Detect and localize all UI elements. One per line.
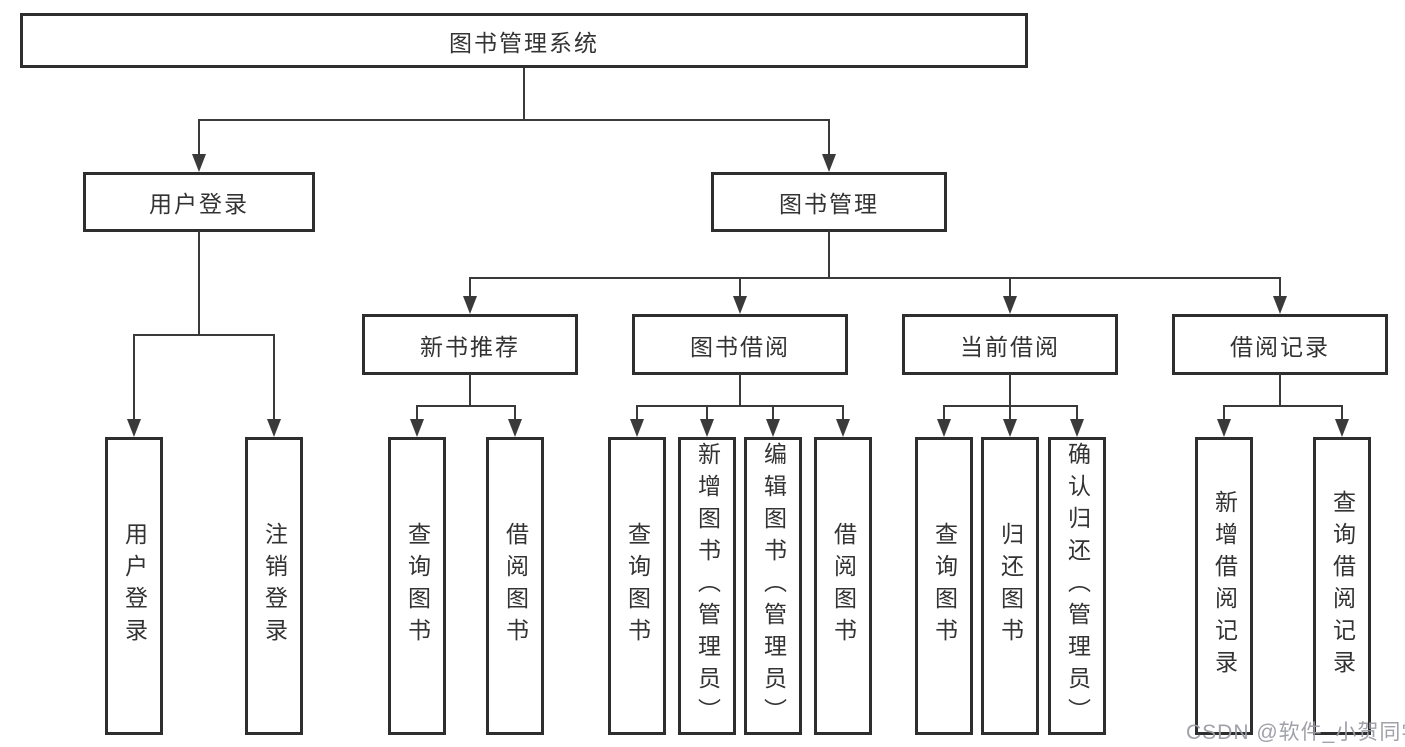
connector-line	[739, 277, 741, 298]
connector-line	[514, 405, 516, 421]
arrow-down-icon	[937, 419, 951, 437]
node-label: 用户登录	[149, 191, 249, 217]
node-label: 当前借阅	[960, 333, 1060, 360]
arrow-down-icon	[127, 419, 141, 437]
connector-line	[706, 405, 708, 421]
connector-line	[416, 405, 418, 421]
connector-line	[198, 119, 830, 121]
leaf-label: 借阅图书	[830, 522, 857, 650]
node-label: 图书借阅	[690, 333, 790, 360]
leaf-label: 查询图书	[624, 522, 651, 650]
leaf-label: 用户登录	[121, 522, 148, 650]
leaf-label: 查询图书	[404, 522, 431, 650]
arrow-down-icon	[192, 154, 206, 172]
arrow-down-icon	[1003, 296, 1017, 314]
connector-line	[469, 277, 1281, 279]
node-borrowing-records: 借阅记录	[1172, 314, 1388, 375]
leaf-label: 归还图书	[997, 522, 1024, 650]
connector-line	[1279, 277, 1281, 298]
connector-line	[1223, 405, 1343, 407]
arrow-down-icon	[1003, 419, 1017, 437]
leaf-return-books: 归还图书	[981, 437, 1039, 735]
leaf-label: 查询借阅记录	[1329, 490, 1356, 682]
leaf-query-borrow-record: 查询借阅记录	[1313, 437, 1371, 735]
leaf-label: 新增图书（管理员）	[694, 442, 721, 730]
arrow-down-icon	[463, 296, 477, 314]
leaf-query-books-recommend: 查询图书	[388, 437, 446, 735]
arrow-down-icon	[836, 419, 850, 437]
connector-line	[828, 231, 830, 279]
connector-line	[1009, 374, 1011, 407]
leaf-label: 查询图书	[931, 522, 958, 650]
node-library-management-system: 图书管理系统	[20, 13, 1028, 68]
arrow-down-icon	[700, 419, 714, 437]
arrow-down-icon	[1273, 296, 1287, 314]
connector-line	[842, 405, 844, 421]
connector-line	[828, 119, 830, 157]
connector-line	[636, 405, 638, 421]
connector-line	[416, 405, 516, 407]
connector-line	[1223, 405, 1225, 421]
arrow-down-icon	[822, 154, 836, 172]
arrow-down-icon	[267, 419, 281, 437]
connector-line	[1076, 405, 1078, 421]
leaf-logout: 注销登录	[245, 437, 303, 735]
leaf-label: 编辑图书（管理员）	[760, 442, 787, 730]
node-label: 图书管理系统	[449, 29, 599, 56]
arrow-down-icon	[1070, 419, 1084, 437]
leaf-add-borrow-record: 新增借阅记录	[1195, 437, 1253, 735]
leaf-query-books-current: 查询图书	[915, 437, 973, 735]
node-current-borrowing: 当前借阅	[902, 314, 1118, 375]
leaf-confirm-return-admin: 确认归还（管理员）	[1048, 437, 1106, 735]
node-label: 新书推荐	[420, 333, 520, 360]
node-user-login: 用户登录	[83, 172, 315, 232]
leaf-query-books-borrow: 查询图书	[608, 437, 666, 735]
connector-line	[1279, 374, 1281, 407]
arrow-down-icon	[1335, 419, 1349, 437]
leaf-user-login: 用户登录	[105, 437, 163, 735]
node-new-book-recommendation: 新书推荐	[362, 314, 578, 375]
connector-line	[772, 405, 774, 421]
connector-line	[1009, 405, 1011, 421]
arrow-down-icon	[733, 296, 747, 314]
arrow-down-icon	[630, 419, 644, 437]
connector-line	[133, 334, 275, 336]
connector-line	[739, 374, 741, 407]
connector-line	[198, 119, 200, 157]
leaf-label: 注销登录	[261, 522, 288, 650]
node-book-management: 图书管理	[711, 172, 947, 232]
connector-line	[198, 231, 200, 336]
connector-line	[469, 374, 471, 407]
connector-line	[943, 405, 945, 421]
connector-line	[523, 68, 525, 121]
connector-line	[133, 334, 135, 421]
leaf-label: 新增借阅记录	[1211, 490, 1238, 682]
leaf-borrow-books-recommend: 借阅图书	[486, 437, 544, 735]
leaf-label: 确认归还（管理员）	[1064, 442, 1091, 730]
connector-line	[1009, 277, 1011, 298]
connector-line	[1341, 405, 1343, 421]
arrow-down-icon	[410, 419, 424, 437]
leaf-add-books-admin: 新增图书（管理员）	[678, 437, 736, 735]
leaf-label: 借阅图书	[502, 522, 529, 650]
connector-line	[273, 334, 275, 421]
arrow-down-icon	[508, 419, 522, 437]
leaf-edit-books-admin: 编辑图书（管理员）	[744, 437, 802, 735]
leaf-borrow-books: 借阅图书	[814, 437, 872, 735]
node-label: 图书管理	[779, 191, 879, 217]
node-book-borrowing: 图书借阅	[632, 314, 848, 375]
connector-line	[469, 277, 471, 298]
connector-line	[636, 405, 844, 407]
arrow-down-icon	[766, 419, 780, 437]
arrow-down-icon	[1217, 419, 1231, 437]
csdn-watermark: CSDN @软件_小贺同学	[1186, 721, 1405, 744]
node-label: 借阅记录	[1230, 333, 1330, 360]
